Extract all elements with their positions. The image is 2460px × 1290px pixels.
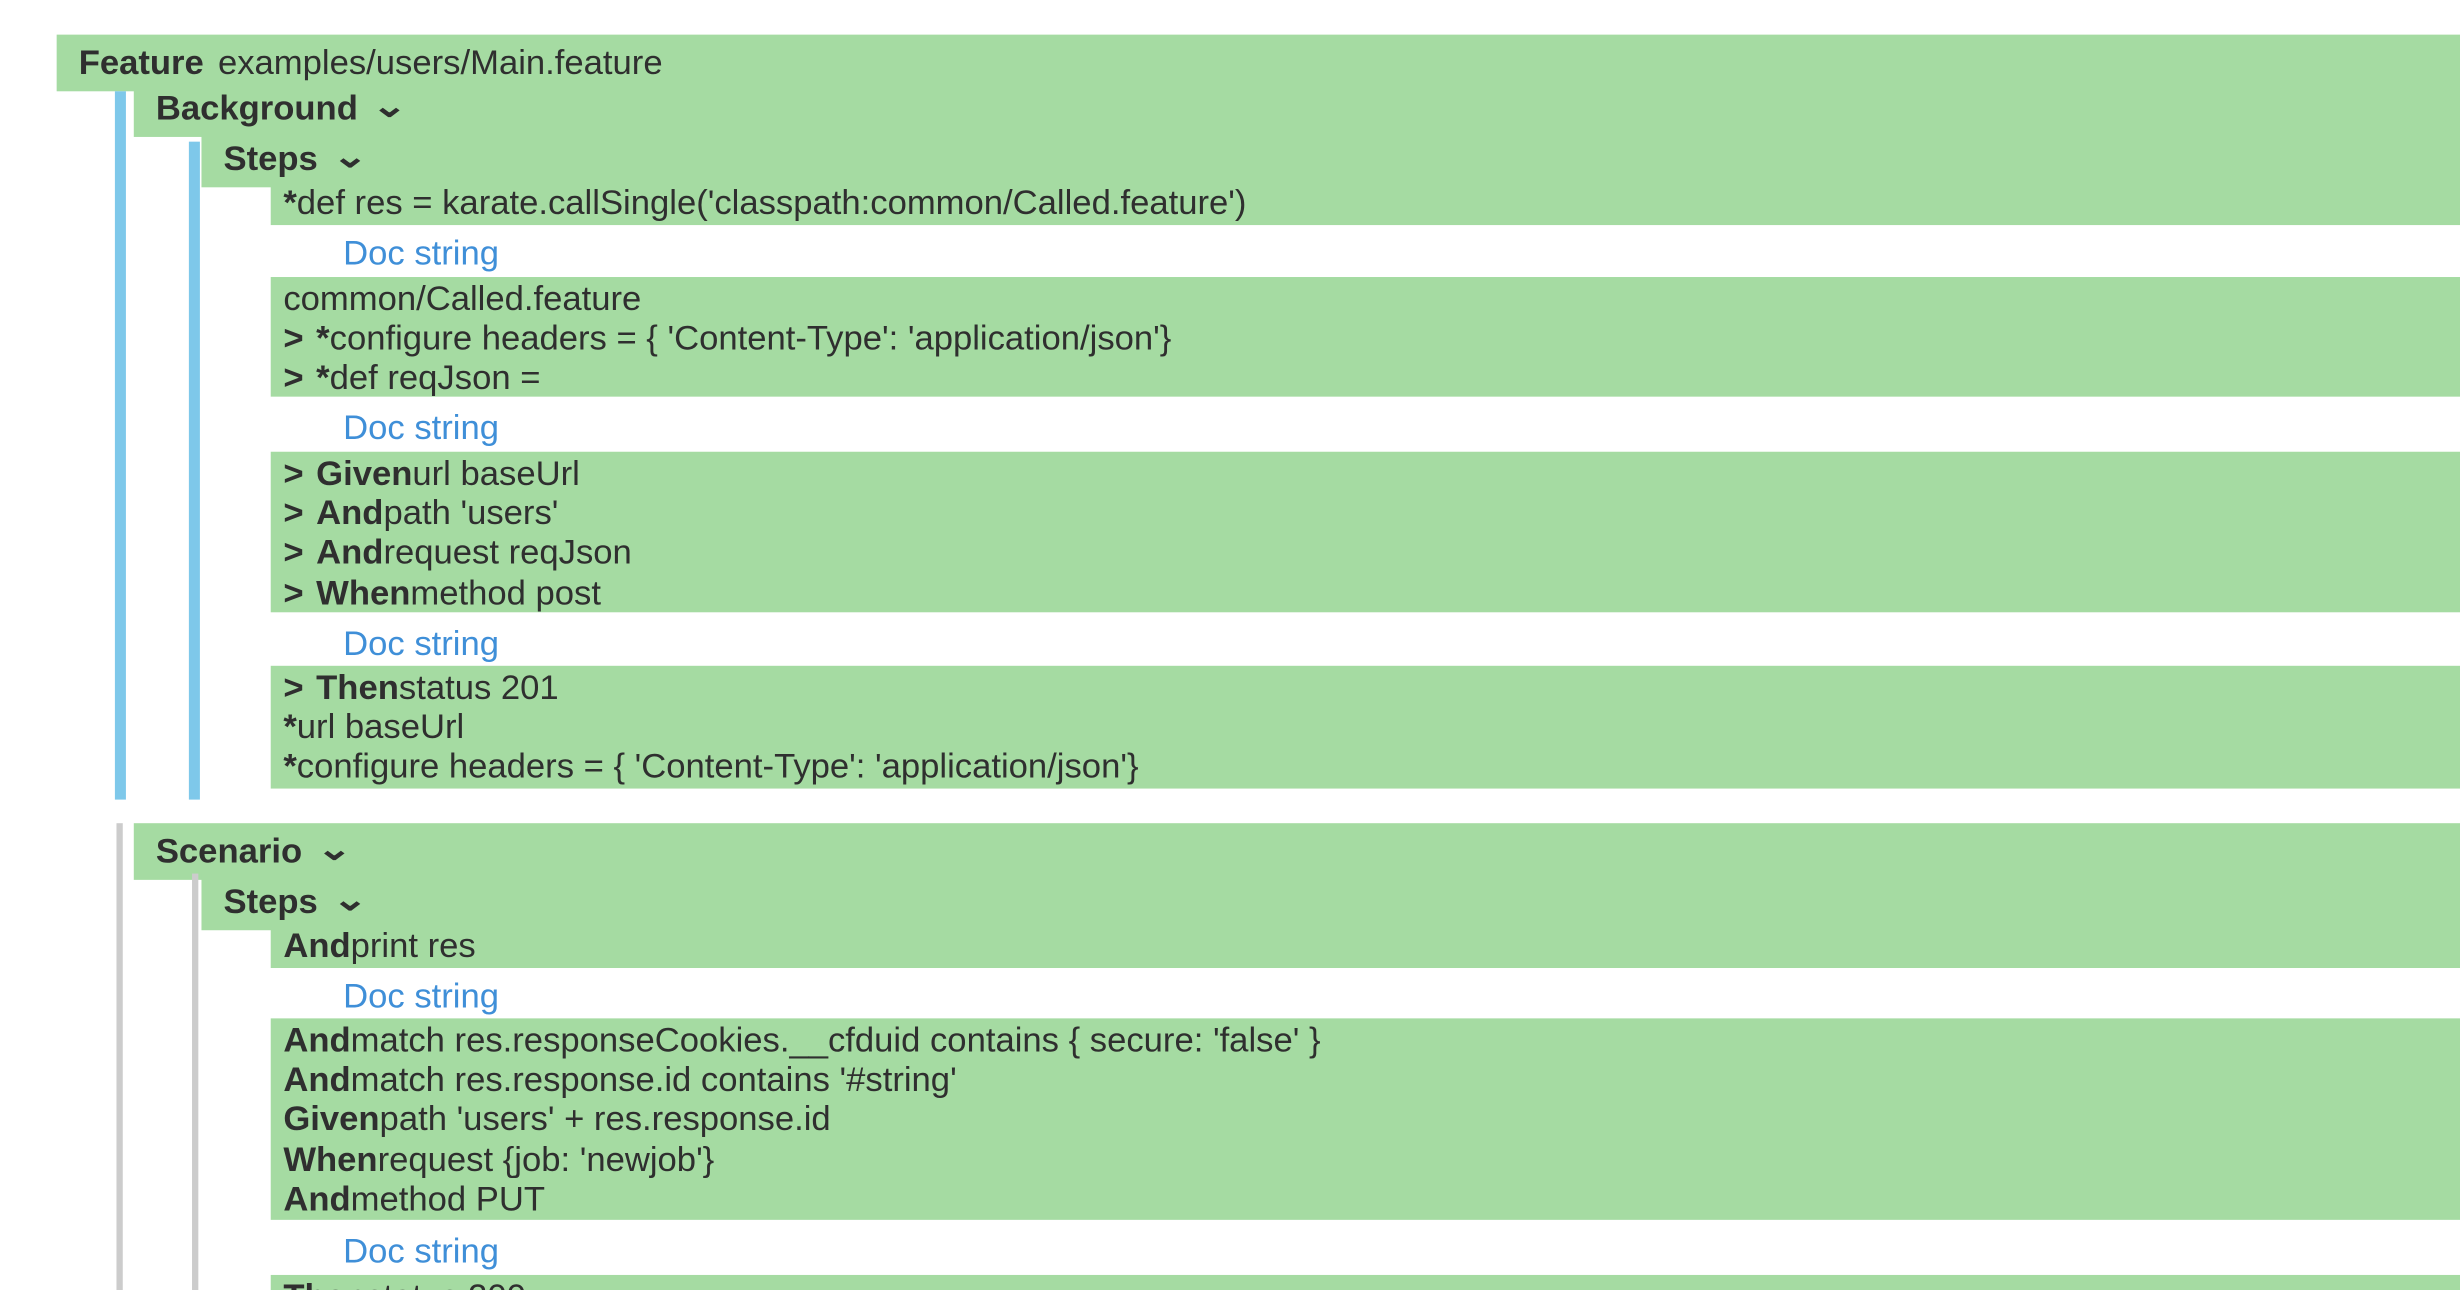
- step-text: url baseUrl: [296, 706, 465, 747]
- step-row[interactable]: And match res.response.id contains '#str…: [283, 1059, 2460, 1100]
- step-group: common/Called.feature 0.000 > * configur…: [270, 277, 2460, 399]
- step-keyword: And: [316, 492, 384, 533]
- step-row[interactable]: > * def reqJson = 0.000: [283, 358, 2460, 399]
- step-row[interactable]: * url baseUrl 0.000: [283, 707, 2460, 747]
- step-text: def reqJson =: [329, 358, 541, 398]
- background-steps-indent-bar: [188, 141, 200, 800]
- step-row[interactable]: Given path 'users' + res.response.id 0.0…: [283, 1099, 2460, 1140]
- feature-keyword: Feature: [78, 42, 204, 82]
- step-text: status 200: [366, 1276, 526, 1290]
- step-keyword: When: [316, 572, 411, 613]
- step-row[interactable]: And method PUT 0.312: [283, 1179, 2460, 1220]
- step-keyword: Given: [316, 452, 413, 493]
- step-text: request reqJson: [383, 532, 632, 573]
- step-text: common/Called.feature: [283, 278, 642, 318]
- called-step-marker: >: [283, 452, 304, 493]
- step-row[interactable]: > Then status 201 0.000: [283, 667, 2460, 707]
- step-text: match res.response.id contains '#string': [350, 1059, 957, 1099]
- step-row[interactable]: > Given url baseUrl 0.000: [283, 453, 2460, 493]
- chevron-down-icon[interactable]: ⌄: [372, 89, 408, 125]
- step-keyword: Then: [283, 1276, 366, 1290]
- step-group: Then status 200 0.000: [270, 1274, 2460, 1290]
- called-step-marker: >: [283, 666, 304, 707]
- step-row[interactable]: > * configure headers = { 'Content-Type'…: [283, 318, 2460, 359]
- step-keyword: And: [316, 532, 384, 573]
- scenario-label: Scenario: [155, 831, 303, 871]
- step-text: method PUT: [350, 1179, 546, 1219]
- scenario-steps-indent-bar: [192, 873, 199, 1290]
- step-group: > Then status 201 0.000 * url baseUrl 0.…: [270, 665, 2460, 789]
- called-step-marker: >: [283, 492, 304, 533]
- scenario-steps-header[interactable]: Steps ⌄: [201, 873, 2460, 931]
- step-keyword: *: [316, 318, 330, 358]
- step-row[interactable]: common/Called.feature 0.000: [283, 278, 2460, 319]
- step-row[interactable]: > And path 'users' 0.001: [283, 493, 2460, 533]
- step-text: request {job: 'newjob'}: [377, 1139, 715, 1179]
- chevron-down-icon[interactable]: ⌄: [332, 883, 368, 918]
- step-text: configure headers = { 'Content-Type': 'a…: [296, 746, 1139, 787]
- step-text: match res.responseCookies.__cfduid conta…: [350, 1019, 1321, 1059]
- scenario-header[interactable]: Scenario ⌄ 0.332: [133, 823, 2460, 880]
- doc-string-link[interactable]: Doc string: [343, 232, 500, 273]
- background-header[interactable]: Background ⌄ 1.680: [133, 80, 2460, 137]
- step-text: status 201: [398, 666, 559, 707]
- scenario-indent-bar: [116, 823, 123, 1290]
- step-keyword: Given: [283, 1099, 380, 1139]
- step-keyword: When: [283, 1139, 378, 1179]
- chevron-down-icon[interactable]: ⌄: [316, 832, 353, 868]
- called-step-marker: >: [283, 572, 304, 613]
- background-indent-bar: [114, 91, 126, 800]
- step-text: url baseUrl: [412, 452, 580, 493]
- steps-label: Steps: [223, 138, 318, 178]
- called-step-marker: >: [283, 532, 304, 573]
- step-row[interactable]: And match res.responseCookies.__cfduid c…: [283, 1019, 2460, 1060]
- step-text: path 'users': [383, 492, 559, 533]
- steps-label: Steps: [223, 881, 318, 921]
- doc-string-link[interactable]: Doc string: [343, 407, 500, 448]
- doc-string-link[interactable]: Doc string: [343, 975, 500, 1016]
- background-steps-header[interactable]: Steps ⌄: [201, 130, 2460, 188]
- step-text: def res = karate.callSingle('classpath:c…: [296, 182, 1247, 222]
- step-text: method post: [410, 572, 601, 613]
- step-row[interactable]: > When method post 0.780: [283, 573, 2460, 613]
- step-keyword: And: [283, 925, 351, 965]
- doc-string-link[interactable]: Doc string: [343, 623, 500, 663]
- step-text: configure headers = { 'Content-Type': 'a…: [329, 318, 1172, 358]
- step-keyword: And: [283, 1179, 351, 1219]
- step-row[interactable]: When request {job: 'newjob'} 0.000: [283, 1139, 2460, 1180]
- step-group: And match res.responseCookies.__cfduid c…: [270, 1018, 2460, 1220]
- step-row[interactable]: Then status 200 0.000: [283, 1276, 2460, 1290]
- called-step-marker: >: [283, 358, 304, 398]
- step-row[interactable]: > And request reqJson 0.000: [283, 533, 2460, 573]
- step-keyword: Then: [316, 666, 399, 707]
- step-row[interactable]: * configure headers = { 'Content-Type': …: [283, 747, 2460, 787]
- step-text: path 'users' + res.response.id: [379, 1099, 831, 1139]
- background-label: Background: [155, 88, 358, 128]
- feature-name: examples/users/Main.feature: [217, 42, 663, 82]
- step-keyword: *: [316, 358, 330, 398]
- doc-string-link[interactable]: Doc string: [343, 1230, 500, 1271]
- chevron-down-icon[interactable]: ⌄: [332, 140, 368, 175]
- step-keyword: *: [283, 182, 297, 222]
- step-keyword: And: [283, 1059, 351, 1099]
- step-keyword: *: [283, 746, 297, 787]
- step-keyword: And: [283, 1019, 351, 1059]
- step-text: print res: [350, 925, 476, 965]
- step-keyword: *: [283, 706, 297, 747]
- step-row[interactable]: And print res 0.001: [270, 923, 2460, 969]
- step-row[interactable]: * def res = karate.callSingle('classpath…: [270, 181, 2460, 226]
- step-group: > Given url baseUrl 0.000 > And path 'us…: [270, 451, 2460, 613]
- called-step-marker: >: [283, 318, 304, 358]
